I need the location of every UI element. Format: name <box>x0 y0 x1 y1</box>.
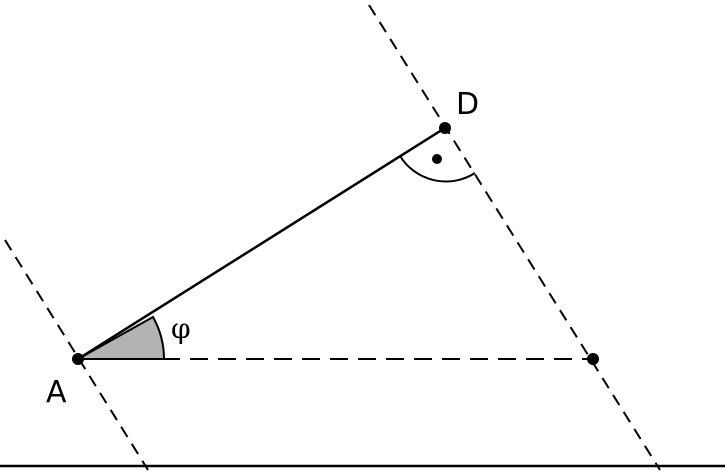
segment-ad <box>77 126 446 361</box>
point-on-right-line <box>587 353 599 365</box>
right-angle-dot <box>432 154 442 164</box>
label-phi: φ <box>171 312 191 345</box>
right-angle-arc <box>399 155 476 183</box>
point-d <box>439 122 451 134</box>
label-d: D <box>456 87 479 122</box>
angle-phi-sector <box>74 315 166 360</box>
dashed-line-through-d <box>368 4 661 471</box>
point-a <box>72 353 84 365</box>
dashed-line-through-a <box>4 239 149 471</box>
label-a: A <box>46 375 67 410</box>
